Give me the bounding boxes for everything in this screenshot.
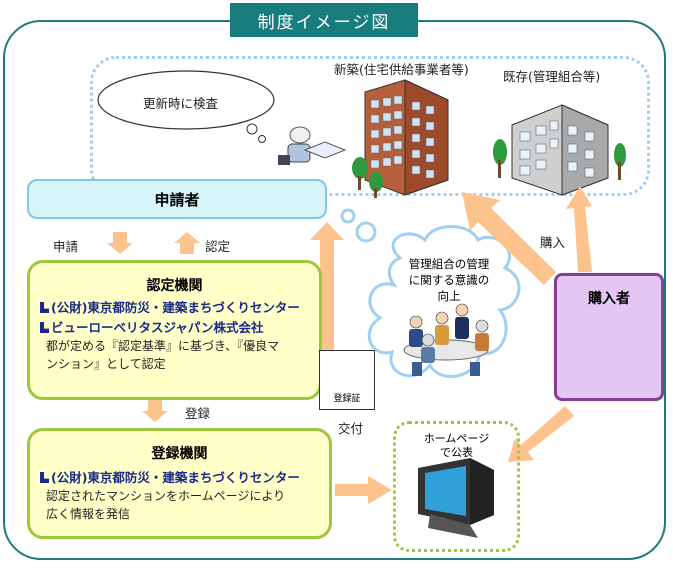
register-label: 登録 (185, 406, 211, 421)
registration-org-1: (公財)東京都防災・建築まちづくりセンター (40, 467, 300, 486)
homepage-line-2: で公表 (440, 446, 473, 459)
certification-org-1-text: (公財)東京都防災・建築まちづくりセンター (51, 300, 300, 315)
certification-body-box: 認定機関 (公財)東京都防災・建築まちづくりセンター ビューローベリタスジャパン… (27, 260, 322, 400)
buildings-area (90, 56, 650, 196)
homepage-label: ホームページ で公表 (396, 432, 517, 460)
certification-desc-line-2: ンション』として認定 (46, 357, 166, 371)
cloud-line-1: 管理組合の管理 (408, 257, 490, 271)
certificate-badge: 登録証 (319, 350, 375, 410)
certify-label: 認定 (205, 239, 231, 254)
homepage-line-1: ホームページ (423, 432, 490, 445)
registration-body-box: 登録機関 (公財)東京都防災・建築まちづくりセンター 認定されたマンションをホー… (27, 428, 332, 539)
new-building-icon (352, 79, 449, 198)
computer-monitor-icon (418, 458, 494, 538)
bullet-icon (40, 322, 49, 333)
flow-arrows (107, 186, 592, 504)
inspection-bubble-shape (97, 70, 275, 143)
certification-description: 都が定める『認定基準』に基づき、『優良マ ンション』として認定 (46, 337, 279, 373)
applicant-box: 申請者 (27, 179, 327, 219)
certification-org-2: ビューローベリタスジャパン株式会社 (40, 317, 264, 336)
inspector-icon (278, 126, 347, 165)
registration-desc-line-2: 広く情報を発信 (46, 507, 131, 521)
certification-org-2-text: ビューローベリタスジャパン株式会社 (51, 320, 264, 335)
new-building-label: 新築(住宅供給事業者等) (334, 62, 469, 77)
existing-building-label: 既存(管理組合等) (503, 69, 601, 84)
purchase-label: 購入 (540, 235, 566, 250)
apply-label: 申請 (53, 239, 79, 254)
issue-label: 交付 (338, 421, 364, 436)
buyer-title: 購入者 (588, 291, 630, 307)
buyer-box: 購入者 (554, 273, 664, 401)
certification-desc-line-1: 都が定める『認定基準』に基づき、『優良マ (46, 339, 280, 353)
bullet-icon (40, 472, 49, 483)
cloud-line-2: に関する意識の (408, 273, 490, 287)
inspection-bubble-text: 更新時に検査 (143, 96, 219, 111)
registration-desc-line-1: 認定されたマンションをホームページにより (46, 489, 286, 503)
registration-org-1-text: (公財)東京都防災・建築まちづくりセンター (51, 470, 300, 485)
certification-org-1: (公財)東京都防災・建築まちづくりセンター (40, 297, 300, 316)
homepage-box: ホームページ で公表 (393, 421, 520, 552)
meeting-people-icon (403, 303, 489, 376)
existing-building-icon (493, 104, 626, 196)
bullet-icon (40, 302, 49, 313)
certificate-badge-text: 登録証 (333, 394, 361, 404)
registration-title: 登録機関 (151, 446, 208, 462)
certification-title: 認定機関 (146, 278, 203, 294)
diagram-title: 制度イメージ図 (230, 3, 418, 37)
awareness-cloud-text: 管理組合の管理 に関する意識の 向上 (394, 256, 504, 304)
cloud-line-3: 向上 (437, 289, 461, 303)
registration-description: 認定されたマンションをホームページにより 広く情報を発信 (46, 487, 285, 523)
